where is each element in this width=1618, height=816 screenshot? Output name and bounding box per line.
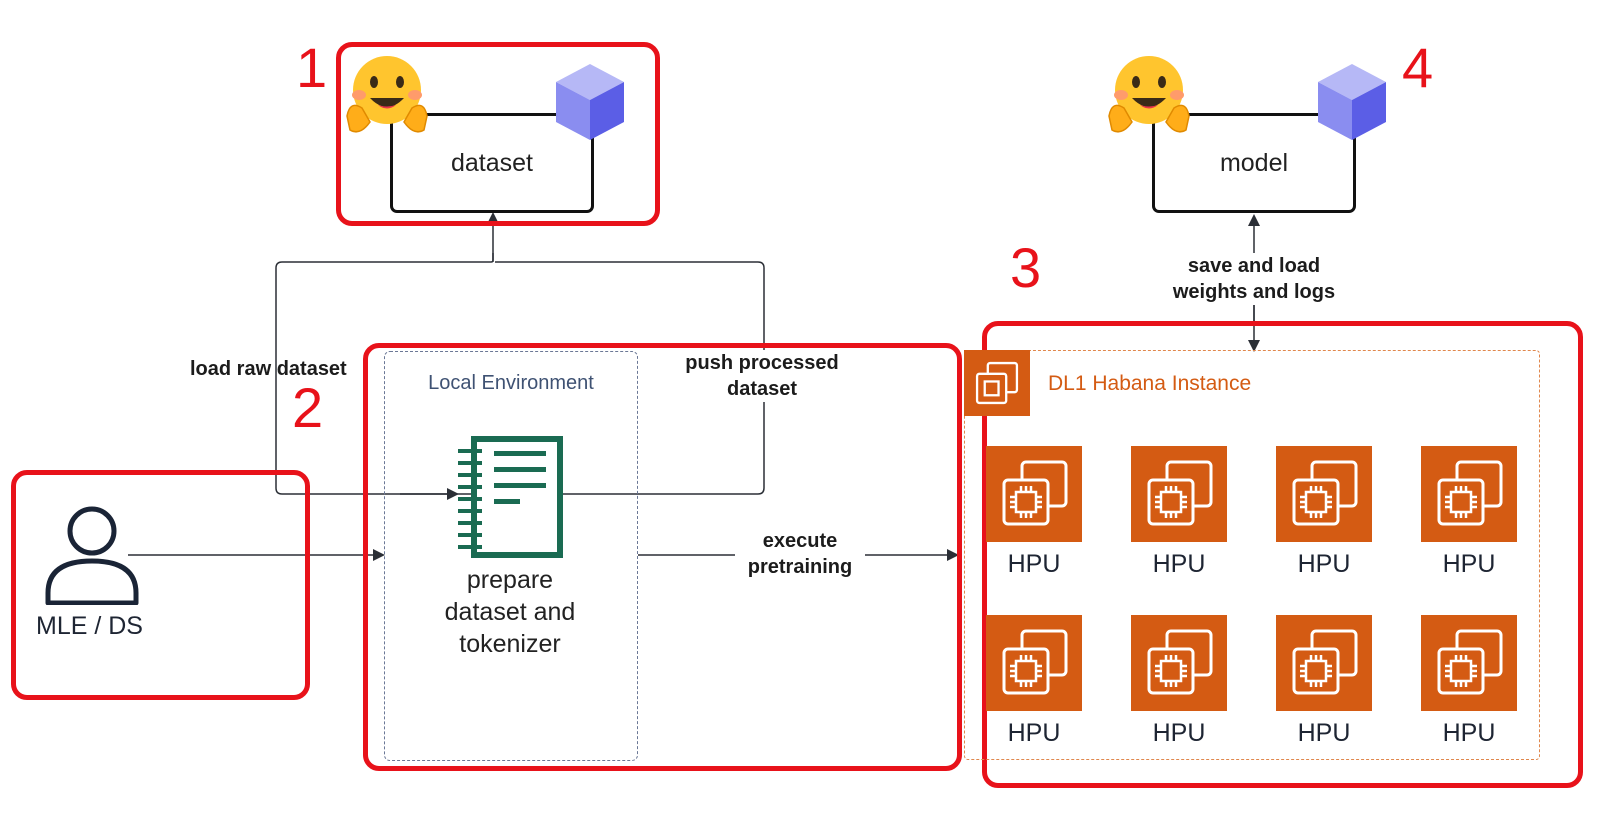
edge-label-execute: execute pretraining bbox=[735, 528, 865, 580]
dl1-instance-group bbox=[964, 350, 1540, 760]
hugging-face-icon bbox=[1108, 56, 1190, 133]
highlight-box-3 bbox=[982, 321, 1583, 788]
hpu-node[interactable]: HPU bbox=[1421, 615, 1517, 748]
dl1-title: DL1 Habana Instance bbox=[1048, 372, 1252, 395]
hpu-node[interactable]: HPU bbox=[1276, 446, 1372, 579]
model-node[interactable]: model bbox=[1152, 113, 1356, 213]
step-number-4: 4 bbox=[1402, 36, 1434, 99]
local-environment-title: Local Environment bbox=[428, 372, 594, 394]
hpu-label: HPU bbox=[1007, 550, 1061, 578]
hpu-label: HPU bbox=[1007, 719, 1061, 747]
hpu-chip-icon bbox=[1002, 460, 1068, 526]
hpu-chip-icon bbox=[1437, 460, 1503, 526]
dataset-label: dataset bbox=[450, 148, 533, 177]
hpu-label: HPU bbox=[1297, 550, 1351, 578]
hpu-chip-icon bbox=[1292, 460, 1358, 526]
hpu-node[interactable]: HPU bbox=[1421, 446, 1517, 579]
hpu-node[interactable]: HPU bbox=[1131, 446, 1227, 579]
dl1-header-icon bbox=[964, 350, 1030, 416]
highlight-box-user bbox=[11, 470, 310, 700]
user-label: MLE / DS bbox=[36, 612, 143, 640]
hpu-chip-icon bbox=[1002, 629, 1068, 695]
hpu-label: HPU bbox=[1442, 719, 1496, 747]
user-icon bbox=[45, 506, 139, 605]
hpu-label: HPU bbox=[1152, 550, 1206, 578]
edge-label-push-processed: push processed dataset bbox=[672, 350, 852, 402]
hpu-chip-icon bbox=[1437, 629, 1503, 695]
hpu-label: HPU bbox=[1297, 719, 1351, 747]
hpu-node[interactable]: HPU bbox=[1276, 615, 1372, 748]
highlight-box-2 bbox=[363, 343, 962, 771]
model-label: model bbox=[1219, 148, 1289, 177]
step-number-1: 1 bbox=[296, 36, 328, 99]
local-environment-group bbox=[384, 351, 638, 761]
notebook-label: prepare dataset and tokenizer bbox=[444, 566, 576, 658]
load-push-loop-line bbox=[275, 253, 765, 495]
highlight-box-1 bbox=[336, 42, 660, 226]
hpu-chip-icon bbox=[1147, 629, 1213, 695]
edge-label-load-raw: load raw dataset bbox=[190, 358, 347, 380]
edge-label-save-load: save and load weights and logs bbox=[1154, 253, 1354, 305]
cube-icon bbox=[556, 64, 624, 140]
hpu-chip-icon bbox=[1292, 629, 1358, 695]
step-number-2: 2 bbox=[292, 376, 324, 439]
hpu-label: HPU bbox=[1152, 719, 1206, 747]
ec2-icon bbox=[975, 361, 1019, 405]
hugging-face-icon bbox=[346, 56, 428, 133]
hpu-label: HPU bbox=[1442, 550, 1496, 578]
hpu-node[interactable]: HPU bbox=[986, 446, 1082, 579]
notebook-icon bbox=[458, 436, 563, 558]
hpu-node[interactable]: HPU bbox=[986, 615, 1082, 748]
hpu-chip-icon bbox=[1147, 460, 1213, 526]
cube-icon bbox=[1318, 64, 1386, 140]
hpu-node[interactable]: HPU bbox=[1131, 615, 1227, 748]
step-number-3: 3 bbox=[1010, 236, 1042, 299]
